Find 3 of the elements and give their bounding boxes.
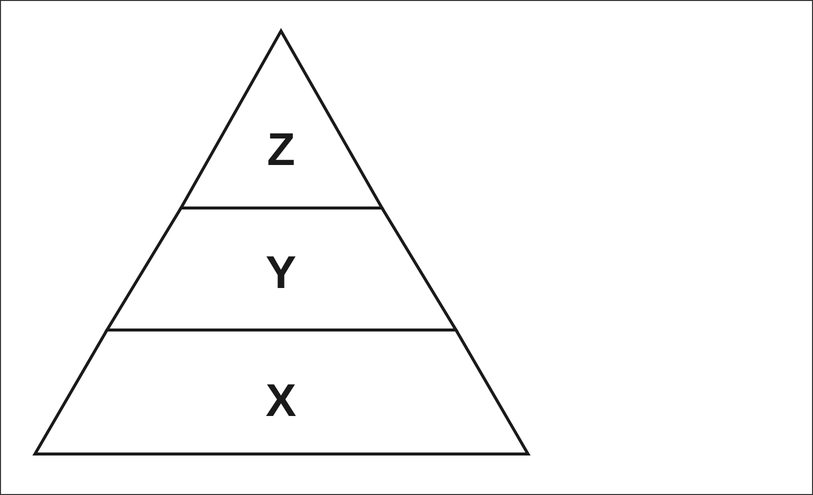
layer-label: X bbox=[266, 377, 296, 423]
layer-label: Z bbox=[266, 126, 296, 172]
layer-label: Y bbox=[266, 249, 296, 295]
